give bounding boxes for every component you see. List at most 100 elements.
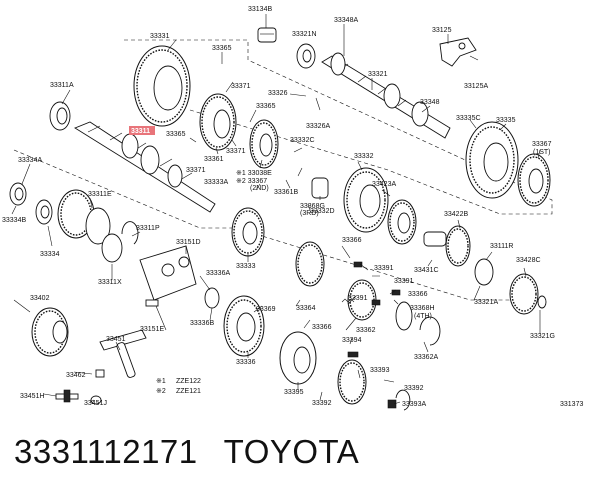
shaft-33451[interactable] bbox=[99, 329, 147, 378]
label-33369: 33369 bbox=[256, 306, 276, 313]
gear-33361[interactable] bbox=[199, 93, 237, 151]
label-33393: 33393 bbox=[370, 367, 390, 374]
leader-lines bbox=[11, 14, 541, 405]
label-33428C: 33428C bbox=[516, 257, 541, 264]
highlighted-part-marker bbox=[129, 126, 155, 135]
label-33125A: 33125A bbox=[464, 83, 488, 90]
label-33362: 33362 bbox=[356, 327, 376, 334]
label-33431C: 33431C bbox=[414, 267, 439, 274]
gear-33331[interactable] bbox=[133, 45, 191, 127]
label-33336A: 33336A bbox=[206, 270, 230, 277]
pin-33151E[interactable] bbox=[145, 299, 159, 307]
snap-ring-33362A[interactable] bbox=[419, 316, 441, 346]
gear-33369-sleeve[interactable] bbox=[295, 241, 325, 287]
gear-33422B[interactable] bbox=[445, 225, 471, 267]
bearing-33336A[interactable] bbox=[204, 287, 220, 309]
gear-33402-reverse-idler[interactable] bbox=[31, 307, 69, 357]
label-33151D: 33151D bbox=[176, 239, 201, 246]
gear-33311E[interactable] bbox=[57, 189, 111, 245]
legend-code-2: ZZE121 bbox=[176, 388, 201, 395]
label-33371-c: 33371 bbox=[226, 148, 246, 155]
label-33451: 33451 bbox=[106, 336, 126, 343]
label-33336B: 33336B bbox=[190, 320, 214, 327]
label-33332C: 33332C bbox=[290, 137, 315, 144]
gear-33335[interactable] bbox=[465, 121, 519, 199]
label-33368G: 33368G bbox=[300, 203, 325, 210]
label-33334A: 33334A bbox=[18, 157, 42, 164]
snap-ring-33311P[interactable] bbox=[121, 221, 139, 245]
bearing-33134B[interactable] bbox=[257, 27, 277, 43]
label-2nd: (2ND) bbox=[250, 185, 269, 192]
gear-33395[interactable] bbox=[279, 331, 317, 385]
bearing-33334[interactable] bbox=[35, 199, 53, 225]
label-33366: 33366 bbox=[342, 237, 362, 244]
label-33395: 33395 bbox=[284, 389, 304, 396]
label-33333: 33333 bbox=[236, 263, 256, 270]
bearing-33311A[interactable] bbox=[49, 101, 71, 131]
caption-part-number: 3331112171 bbox=[14, 433, 198, 470]
gear-33428C[interactable] bbox=[509, 273, 539, 315]
label-33332: 33332 bbox=[354, 153, 374, 160]
label-33326A: 33326A bbox=[306, 123, 330, 130]
gear-33333[interactable] bbox=[231, 207, 265, 257]
label-33365: 33365 bbox=[212, 45, 232, 52]
ring-33321A[interactable] bbox=[474, 258, 494, 286]
label-33334: 33334 bbox=[40, 251, 60, 258]
label-33368H: 33368H bbox=[410, 305, 435, 312]
label-130338: ※1 33038E bbox=[236, 170, 272, 177]
plug-33462[interactable] bbox=[95, 369, 105, 378]
gear-33332[interactable] bbox=[343, 167, 389, 233]
label-33151E: 33151E bbox=[140, 326, 164, 333]
label-33332D: 33332D bbox=[310, 208, 335, 215]
input-shaft[interactable] bbox=[74, 121, 216, 213]
gear-33393-hub[interactable] bbox=[337, 359, 367, 405]
label-33311X: 33311X bbox=[98, 279, 122, 286]
label-33423A: 33423A bbox=[372, 181, 396, 188]
label-33311A: 33311A bbox=[50, 82, 74, 89]
gear-33336[interactable] bbox=[223, 295, 265, 357]
needle-bearing-33368G[interactable] bbox=[311, 177, 329, 199]
label-33311P: 33311P bbox=[136, 225, 160, 232]
bolt-33393A[interactable] bbox=[387, 399, 397, 409]
label-33321N: 33321N bbox=[292, 31, 317, 38]
fork-33125[interactable] bbox=[439, 37, 477, 67]
bearing-33334A[interactable] bbox=[9, 182, 27, 206]
label-33366-b: 33366 bbox=[408, 291, 428, 298]
label-33348: 33348 bbox=[420, 99, 440, 106]
key-33394[interactable] bbox=[347, 351, 359, 358]
label-33134B: 33134B bbox=[248, 6, 272, 13]
output-shaft[interactable] bbox=[321, 52, 451, 139]
label-highlighted-33311[interactable]: 33311 bbox=[131, 128, 150, 135]
ring-33321G[interactable] bbox=[537, 295, 547, 309]
snap-ring-33311X[interactable] bbox=[101, 233, 123, 263]
retainer-33151D[interactable] bbox=[139, 245, 197, 301]
label-33362A: 33362A bbox=[414, 354, 438, 361]
label-33367-sub: (1ST) bbox=[533, 149, 551, 156]
label-233367: ※2 33367 bbox=[236, 178, 267, 185]
label-33331: 33331 bbox=[150, 33, 170, 40]
gear-33423A[interactable] bbox=[387, 199, 417, 245]
label-33451J: 33451J bbox=[84, 400, 107, 407]
gear-33367-2nd[interactable] bbox=[249, 119, 279, 169]
diagram-reference-code: 331373 bbox=[560, 401, 583, 408]
label-33125: 33125 bbox=[432, 27, 452, 34]
bolt-33451H[interactable] bbox=[55, 389, 79, 403]
label-33361B: 33361B bbox=[274, 189, 298, 196]
label-33361: 33361 bbox=[204, 156, 224, 163]
washer-33451J[interactable] bbox=[90, 395, 102, 405]
gear-33367-1st[interactable] bbox=[517, 153, 551, 207]
legend-mark-1: ※1 bbox=[156, 378, 166, 385]
label-33391-c: 33391 bbox=[348, 295, 368, 302]
label-33393A: 33393A bbox=[402, 401, 426, 408]
assembly-boundary-lower bbox=[13, 149, 540, 301]
label-33111R: 33111R bbox=[490, 243, 513, 250]
label-33391-b: 33391 bbox=[394, 278, 414, 285]
sleeve-33431C[interactable] bbox=[423, 231, 447, 247]
label-33335: 33335 bbox=[496, 117, 516, 124]
bearing-33321N[interactable] bbox=[296, 43, 316, 69]
snap-ring-33392[interactable] bbox=[395, 389, 411, 411]
synchro-ring-33368H[interactable] bbox=[395, 301, 413, 331]
label-33321A: 33321A bbox=[474, 299, 498, 306]
